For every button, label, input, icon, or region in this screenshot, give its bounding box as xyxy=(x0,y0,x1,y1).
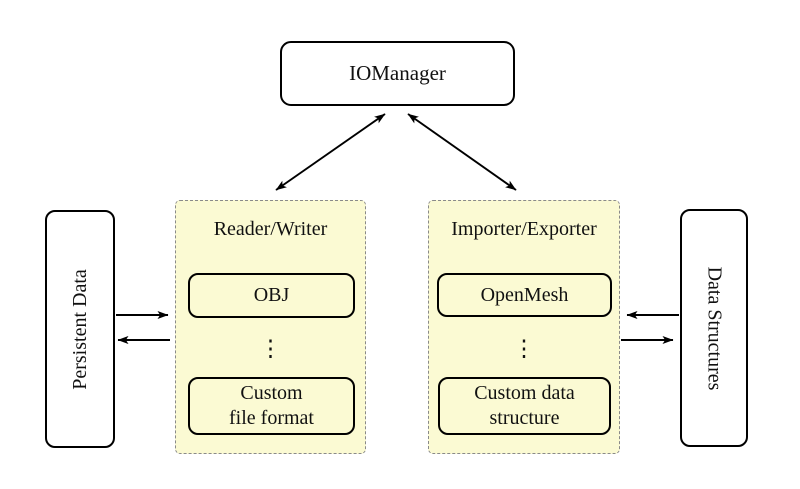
custom-file-format-box: Custom file format xyxy=(188,377,355,435)
arrow-iomanager-importerexporter-icon xyxy=(407,113,517,191)
iomanager-label: IOManager xyxy=(349,61,446,85)
arrow-iomanager-readerwriter-icon xyxy=(275,113,386,191)
importer-exporter-group: Importer/Exporter OpenMesh ⋮ Custom data… xyxy=(428,200,620,454)
openmesh-label: OpenMesh xyxy=(480,283,569,306)
data-structures-label: Data Structures xyxy=(703,266,726,390)
iomanager-box: IOManager xyxy=(280,41,515,106)
custom-file-format-line2: file format xyxy=(229,407,314,429)
obj-box: OBJ xyxy=(188,273,355,318)
custom-data-structure-line1: Custom data xyxy=(474,382,575,404)
reader-writer-ellipsis-icon: ⋮ xyxy=(259,336,282,361)
persistent-data-label: Persistent Data xyxy=(68,268,91,390)
persistent-data-box: Persistent Data xyxy=(45,210,115,448)
reader-writer-title: Reader/Writer xyxy=(213,218,328,240)
obj-label: OBJ xyxy=(253,284,290,306)
data-structures-box: Data Structures xyxy=(680,209,748,447)
reader-writer-group: Reader/Writer OBJ ⋮ Custom file format xyxy=(175,200,366,454)
custom-file-format-line1: Custom xyxy=(240,382,303,404)
custom-data-structure-line2: structure xyxy=(489,407,560,429)
custom-data-structure-box: Custom data structure xyxy=(438,377,611,435)
openmesh-box: OpenMesh xyxy=(437,273,612,317)
importer-exporter-title: Importer/Exporter xyxy=(451,218,597,240)
importer-exporter-ellipsis-icon: ⋮ xyxy=(512,336,536,361)
